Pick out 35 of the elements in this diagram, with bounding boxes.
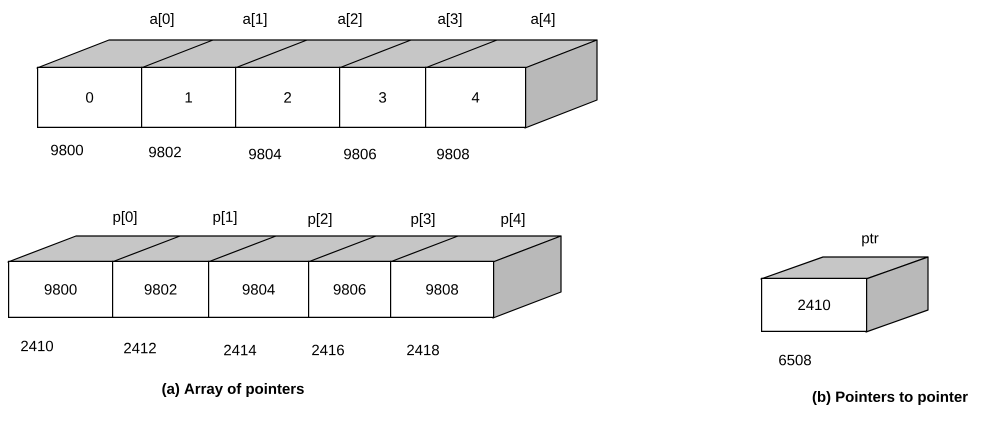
memory-cell: 0 [37,66,142,128]
variable-name: ptr [862,234,878,246]
variable-name: a[2] [338,13,362,27]
variable-name: p[0] [114,211,136,225]
caption: (b) Pointers to pointer [812,391,968,405]
memory-address: 2414 [224,344,256,356]
memory-cell: 2410 [761,278,868,332]
variable-name: a[0] [150,13,174,27]
memory-address: 9804 [249,148,282,160]
memory-address: 9808 [437,148,469,160]
memory-cell: 9800 [8,260,114,318]
memory-address: 2410 [21,340,54,352]
memory-cell: 1 [141,66,236,128]
variable-name: p[4] [502,213,524,227]
memory-cell: 9802 [112,260,210,318]
memory-cell: 2 [235,66,340,128]
memory-address: 9802 [149,146,181,158]
memory-address: 2416 [312,344,344,356]
variable-name: p[1] [214,211,236,225]
memory-cell: 9806 [308,260,392,318]
memory-cell: 9808 [390,260,494,318]
memory-cell: 3 [339,66,426,128]
caption: (a) Array of pointers [162,383,304,397]
variable-name: a[1] [243,13,266,27]
variable-name: a[3] [438,13,462,27]
memory-cell: 9804 [208,260,310,318]
memory-address: 9806 [344,148,376,160]
memory-address: 2418 [407,344,439,356]
memory-address: 6508 [779,354,811,366]
variable-name: a[4] [531,13,554,27]
memory-cell: 4 [425,66,526,128]
memory-address: 2412 [124,342,156,354]
memory-address: 9800 [51,144,84,156]
variable-name: p[2] [308,213,332,227]
variable-name: p[3] [412,213,434,227]
